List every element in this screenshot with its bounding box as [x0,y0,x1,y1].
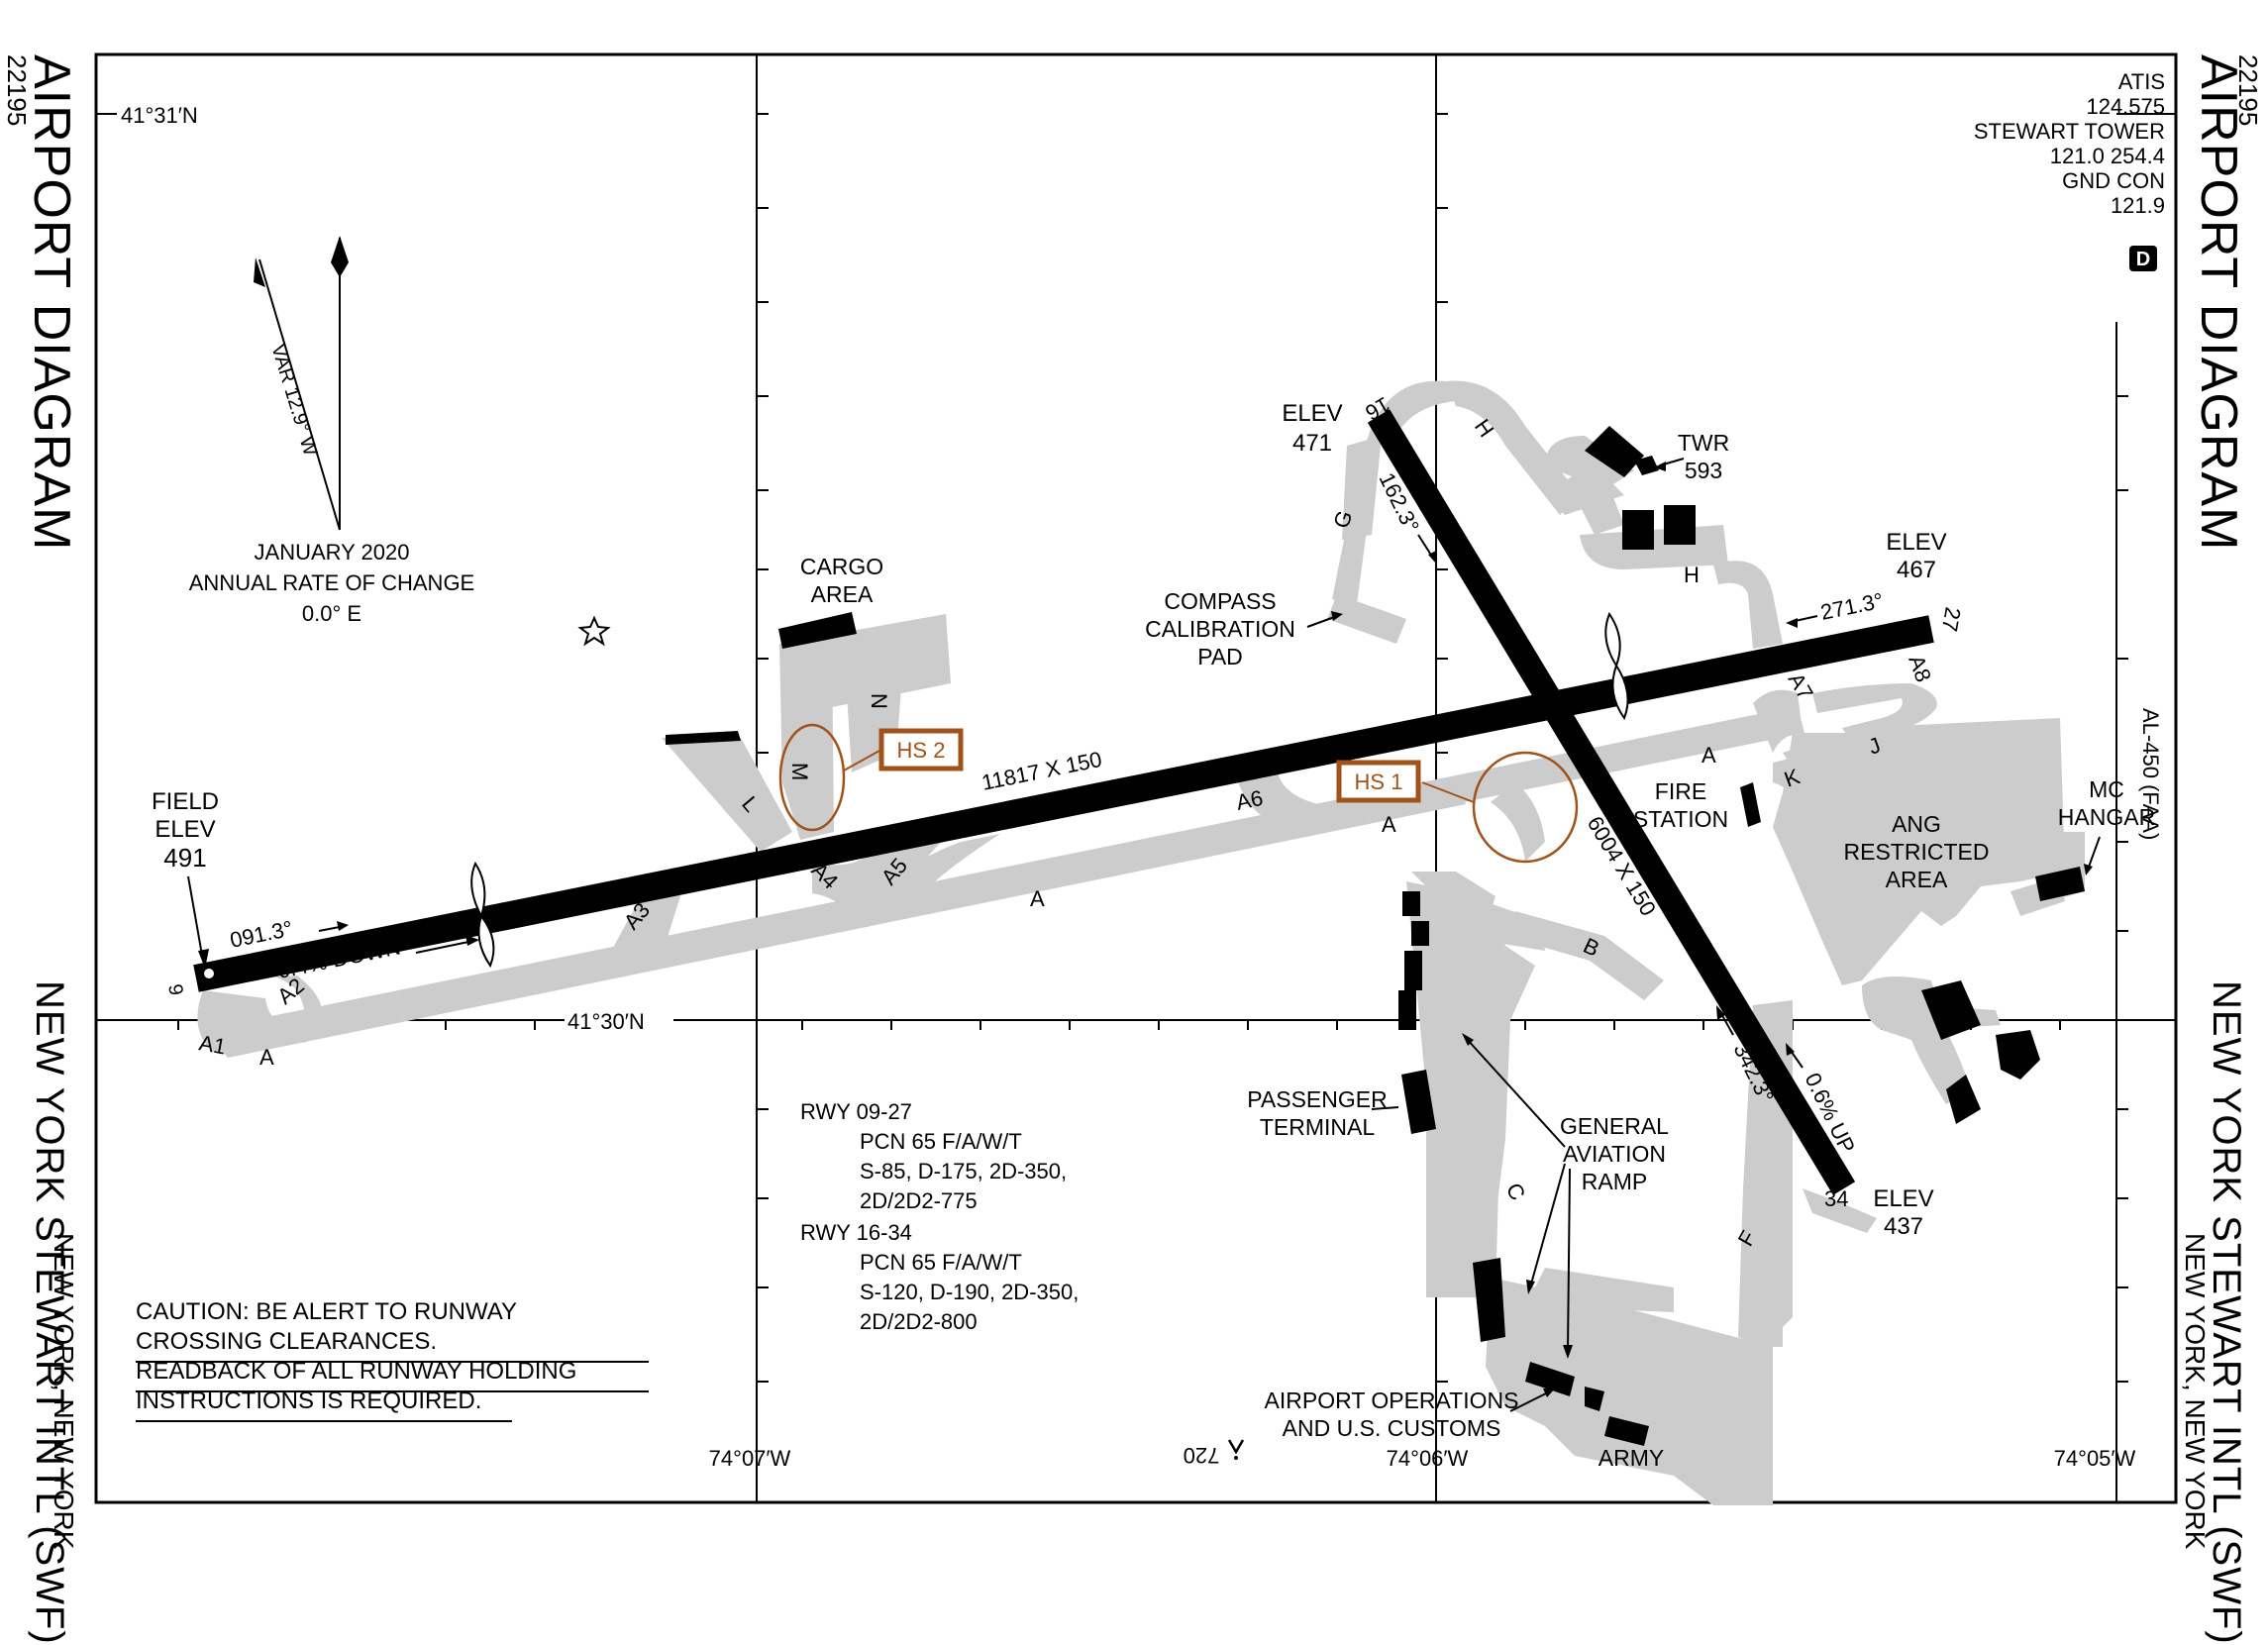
field-elevation: FIELD ELEV 491 [152,788,219,969]
svg-text:PASSENGER: PASSENGER [1247,1086,1387,1112]
svg-text:ELEV: ELEV [1282,400,1342,427]
obstacle-icon: 720 [1184,1439,1245,1468]
svg-text:124.575: 124.575 [2086,94,2165,119]
chart-frame [94,52,2178,1504]
svg-text:720: 720 [1184,1443,1220,1468]
svg-text:N: N [867,693,891,709]
mag-rate: 0.0° E [302,601,361,626]
lon-right: 74°05′W [2054,1446,2136,1471]
svg-text:593: 593 [1685,458,1722,483]
north-arrow [331,236,349,530]
svg-text:ELEV: ELEV [1886,529,1946,556]
class-d-badge [2129,246,2157,271]
svg-text:A1: A1 [197,1030,228,1059]
caution-note: CAUTION: BE ALERT TO RUNWAY CROSSING CLE… [136,1298,649,1422]
svg-text:AREA: AREA [1886,867,1948,892]
svg-text:STEWART TOWER: STEWART TOWER [1974,119,2165,144]
frequency-box: ATIS 124.575 STEWART TOWER 121.0 254.4 G… [1974,69,2165,218]
svg-text:S-85, D-175, 2D-350,: S-85, D-175, 2D-350, [860,1159,1067,1183]
svg-text:HANGAR: HANGAR [2058,804,2155,830]
svg-text:2D/2D2-775: 2D/2D2-775 [860,1188,978,1213]
magnetic-north-arrow [254,257,341,531]
al-number: AL-450 (FAA) [2138,708,2163,840]
svg-text:RAMP: RAMP [1582,1169,1647,1194]
svg-text:CROSSING CLEARANCES.: CROSSING CLEARANCES. [136,1328,437,1355]
rwy-09-label: 9 [163,982,187,997]
svg-text:A6: A6 [1234,785,1266,815]
svg-text:ANG: ANG [1892,811,1941,837]
svg-text:A8: A8 [1904,652,1936,685]
svg-text:TWR: TWR [1678,430,1729,456]
svg-text:H: H [1684,563,1700,587]
svg-text:TERMINAL: TERMINAL [1260,1114,1376,1140]
svg-text:GND CON: GND CON [2062,168,2165,193]
svg-text:HS 2: HS 2 [897,738,946,763]
svg-text:CALIBRATION: CALIBRATION [1145,616,1295,642]
svg-text:121.0 254.4: 121.0 254.4 [2050,144,2165,168]
runway-09-threshold-dot [204,969,214,978]
area-labels: CARGO AREA COMPASS CALIBRATION PAD TWR 5… [800,430,2155,1471]
svg-text:2D/2D2-800: 2D/2D2-800 [860,1309,978,1334]
svg-text:AREA: AREA [811,581,874,607]
svg-text:471: 471 [1292,430,1332,457]
svg-text:ELEV: ELEV [1873,1185,1933,1212]
svg-text:STATION: STATION [1633,806,1728,832]
svg-text:121.9: 121.9 [2111,193,2165,218]
rotating-beacon-icon [577,615,611,647]
svg-text:ELEV: ELEV [155,816,215,843]
svg-text:RWY 09-27: RWY 09-27 [800,1099,912,1124]
svg-text:A: A [1382,812,1396,837]
svg-text:COMPASS: COMPASS [1164,588,1276,614]
mag-date: JANUARY 2020 [255,540,410,565]
svg-text:M: M [787,763,812,780]
rwy-27-label: 27 [1937,605,1966,633]
svg-text:ARMY: ARMY [1598,1445,1664,1471]
svg-text:491: 491 [163,843,206,873]
var-label: VAR 12.9° W [266,342,321,459]
svg-text:A: A [1030,886,1045,911]
svg-text:MC: MC [2089,776,2124,802]
elevations: ELEV 471 ELEV 467 ELEV 437 [1282,400,1946,1240]
svg-text:AND U.S. CUSTOMS: AND U.S. CUSTOMS [1283,1415,1501,1441]
lon-left: 74°07′W [709,1446,791,1471]
svg-text:C: C [1501,1179,1531,1204]
svg-text:RESTRICTED: RESTRICTED [1844,839,1990,865]
hotspot-2: HS 2 [778,723,964,832]
windsock-icon [470,611,1629,969]
svg-text:CAUTION: BE ALERT TO RUNWAY: CAUTION: BE ALERT TO RUNWAY [136,1298,517,1325]
svg-text:FIELD: FIELD [152,788,219,815]
runway-16-34 [1367,409,1856,1195]
lon-mid: 74°06′W [1387,1446,1469,1471]
svg-text:PCN 65 F/A/W/T: PCN 65 F/A/W/T [860,1250,1022,1275]
lat-top: 41°31′N [121,103,198,128]
hotspot-1: HS 1 [1336,751,1579,864]
svg-text:ATIS: ATIS [2118,69,2165,94]
svg-text:RWY 16-34: RWY 16-34 [800,1220,912,1245]
svg-text:AVIATION: AVIATION [1563,1141,1666,1167]
pavement [197,380,2085,1505]
pcn-info: RWY 09-27 PCN 65 F/A/W/T S-85, D-175, 2D… [800,1099,1079,1334]
lat-bottom: 41°30′N [567,1009,645,1034]
class-d-letter: D [2136,249,2150,270]
svg-text:PAD: PAD [1197,644,1243,669]
svg-text:GENERAL: GENERAL [1560,1113,1669,1139]
svg-text:HS 1: HS 1 [1355,770,1403,794]
mag-rate-label: ANNUAL RATE OF CHANGE [189,570,474,595]
svg-text:S-120, D-190, 2D-350,: S-120, D-190, 2D-350, [860,1280,1079,1304]
svg-text:PCN 65 F/A/W/T: PCN 65 F/A/W/T [860,1129,1022,1154]
svg-text:AIRPORT OPERATIONS: AIRPORT OPERATIONS [1265,1388,1519,1413]
svg-text:CARGO: CARGO [800,554,883,579]
svg-text:437: 437 [1884,1213,1923,1240]
buildings [666,426,2085,1446]
rwy-34-label: 34 [1824,1186,1848,1211]
svg-text:A: A [1701,743,1716,768]
svg-text:A: A [259,1045,274,1070]
svg-text:467: 467 [1897,557,1936,583]
svg-text:FIRE: FIRE [1655,778,1706,804]
hdg-271: 271.3° [1818,588,1886,625]
